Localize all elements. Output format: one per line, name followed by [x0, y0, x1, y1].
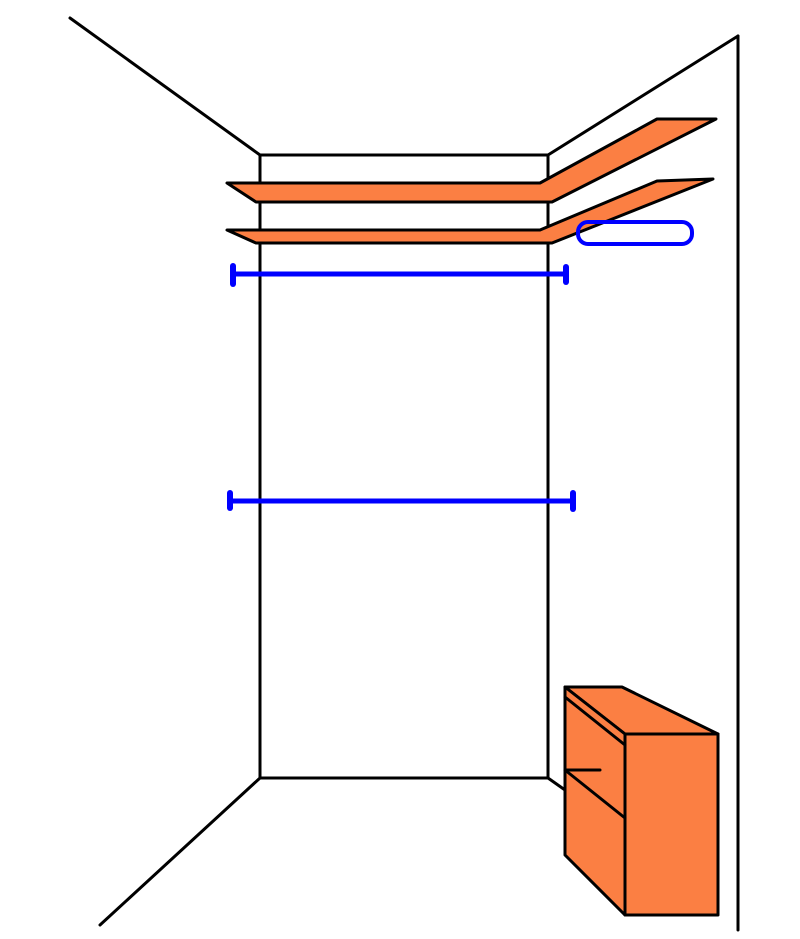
ceiling-edge-right — [546, 34, 740, 157]
cabinet-shelf-edge — [563, 768, 627, 820]
lower-corner-shelf — [225, 177, 715, 245]
side-hanger-bar — [576, 220, 694, 246]
shoe-cabinet — [563, 685, 720, 917]
floor-edge-left — [98, 776, 262, 927]
cabinet-inner-edge — [563, 695, 627, 747]
upper-corner-shelf — [225, 117, 718, 204]
upper-hanging-rod — [230, 263, 569, 287]
floor-edge-right — [546, 776, 567, 792]
ceiling-edge-left — [68, 16, 262, 157]
lower-hanging-rod — [227, 490, 576, 512]
cabinet-front — [623, 732, 720, 917]
room-outline — [68, 16, 740, 932]
